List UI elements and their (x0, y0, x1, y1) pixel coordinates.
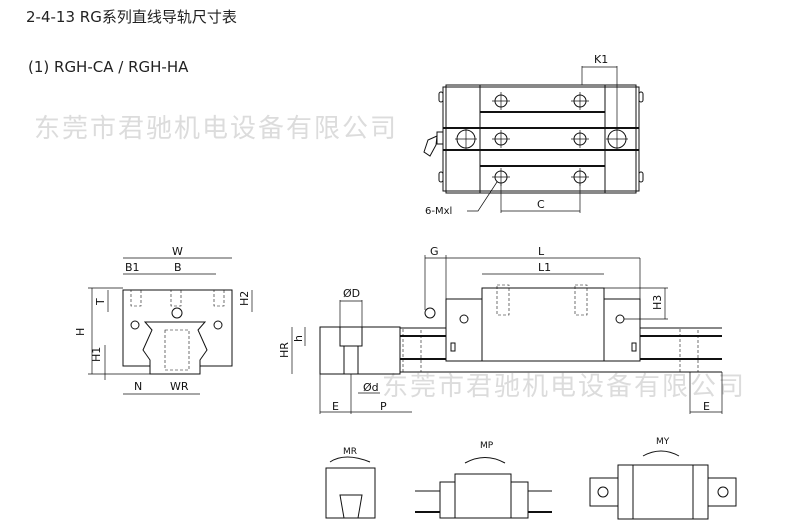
dim-h3: H3 (651, 295, 664, 310)
dim-holes: 6-Mxl (425, 206, 452, 217)
dim-n: N (134, 380, 142, 393)
page-title: 2-4-13 RG系列直线导轨尺寸表 (26, 8, 237, 26)
dim-id: Ød (363, 381, 379, 394)
screw-icon (459, 314, 469, 324)
dim-g: G (430, 245, 439, 258)
watermark-bottom: 东莞市君驰机电设备有限公司 (382, 372, 747, 402)
moment-mr: MR (343, 447, 357, 457)
dim-t: T (94, 298, 107, 306)
section-subtitle: (1) RGH-CA / RGH-HA (28, 58, 189, 76)
dim-wr: WR (170, 380, 189, 393)
top-view: K1 C 6-Mxl (423, 53, 644, 217)
dim-l: L (538, 245, 545, 258)
rotation-arrow-icon (464, 457, 506, 464)
mounting-holes (455, 92, 628, 186)
dim-h: H (74, 328, 87, 336)
dim-e-right: E (703, 400, 710, 413)
dim-h2: H2 (238, 291, 251, 306)
screw-icon (213, 320, 223, 330)
rotation-arrow-icon (642, 450, 680, 457)
moment-diagrams: MR MP MY (325, 437, 737, 520)
dim-b1: B1 (125, 261, 140, 274)
front-view: W B1 B H H1 T H2 N WR (74, 245, 253, 395)
dim-p: P (380, 400, 387, 413)
dim-k1: K1 (594, 53, 608, 66)
side-view: G L L1 H3 E (400, 245, 723, 414)
dim-w: W (172, 245, 183, 258)
rail-section-view: ØD h HR Ød E P (278, 287, 412, 414)
moment-my: MY (656, 437, 670, 447)
dim-b: B (174, 261, 182, 274)
grease-nipple-icon (424, 307, 436, 319)
dim-c: C (537, 198, 545, 211)
dim-rail-h: h (292, 335, 305, 342)
dim-l1: L1 (538, 261, 551, 274)
watermark-top: 东莞市君驰机电设备有限公司 (34, 114, 399, 144)
dim-hr: HR (278, 342, 291, 358)
screw-icon (130, 320, 140, 330)
dim-h1: H1 (90, 347, 103, 362)
grease-nipple-icon (423, 131, 444, 157)
dim-e-left: E (332, 400, 339, 413)
rotation-arrow-icon (329, 456, 371, 463)
dim-od: ØD (343, 287, 360, 300)
moment-mp: MP (480, 441, 494, 451)
